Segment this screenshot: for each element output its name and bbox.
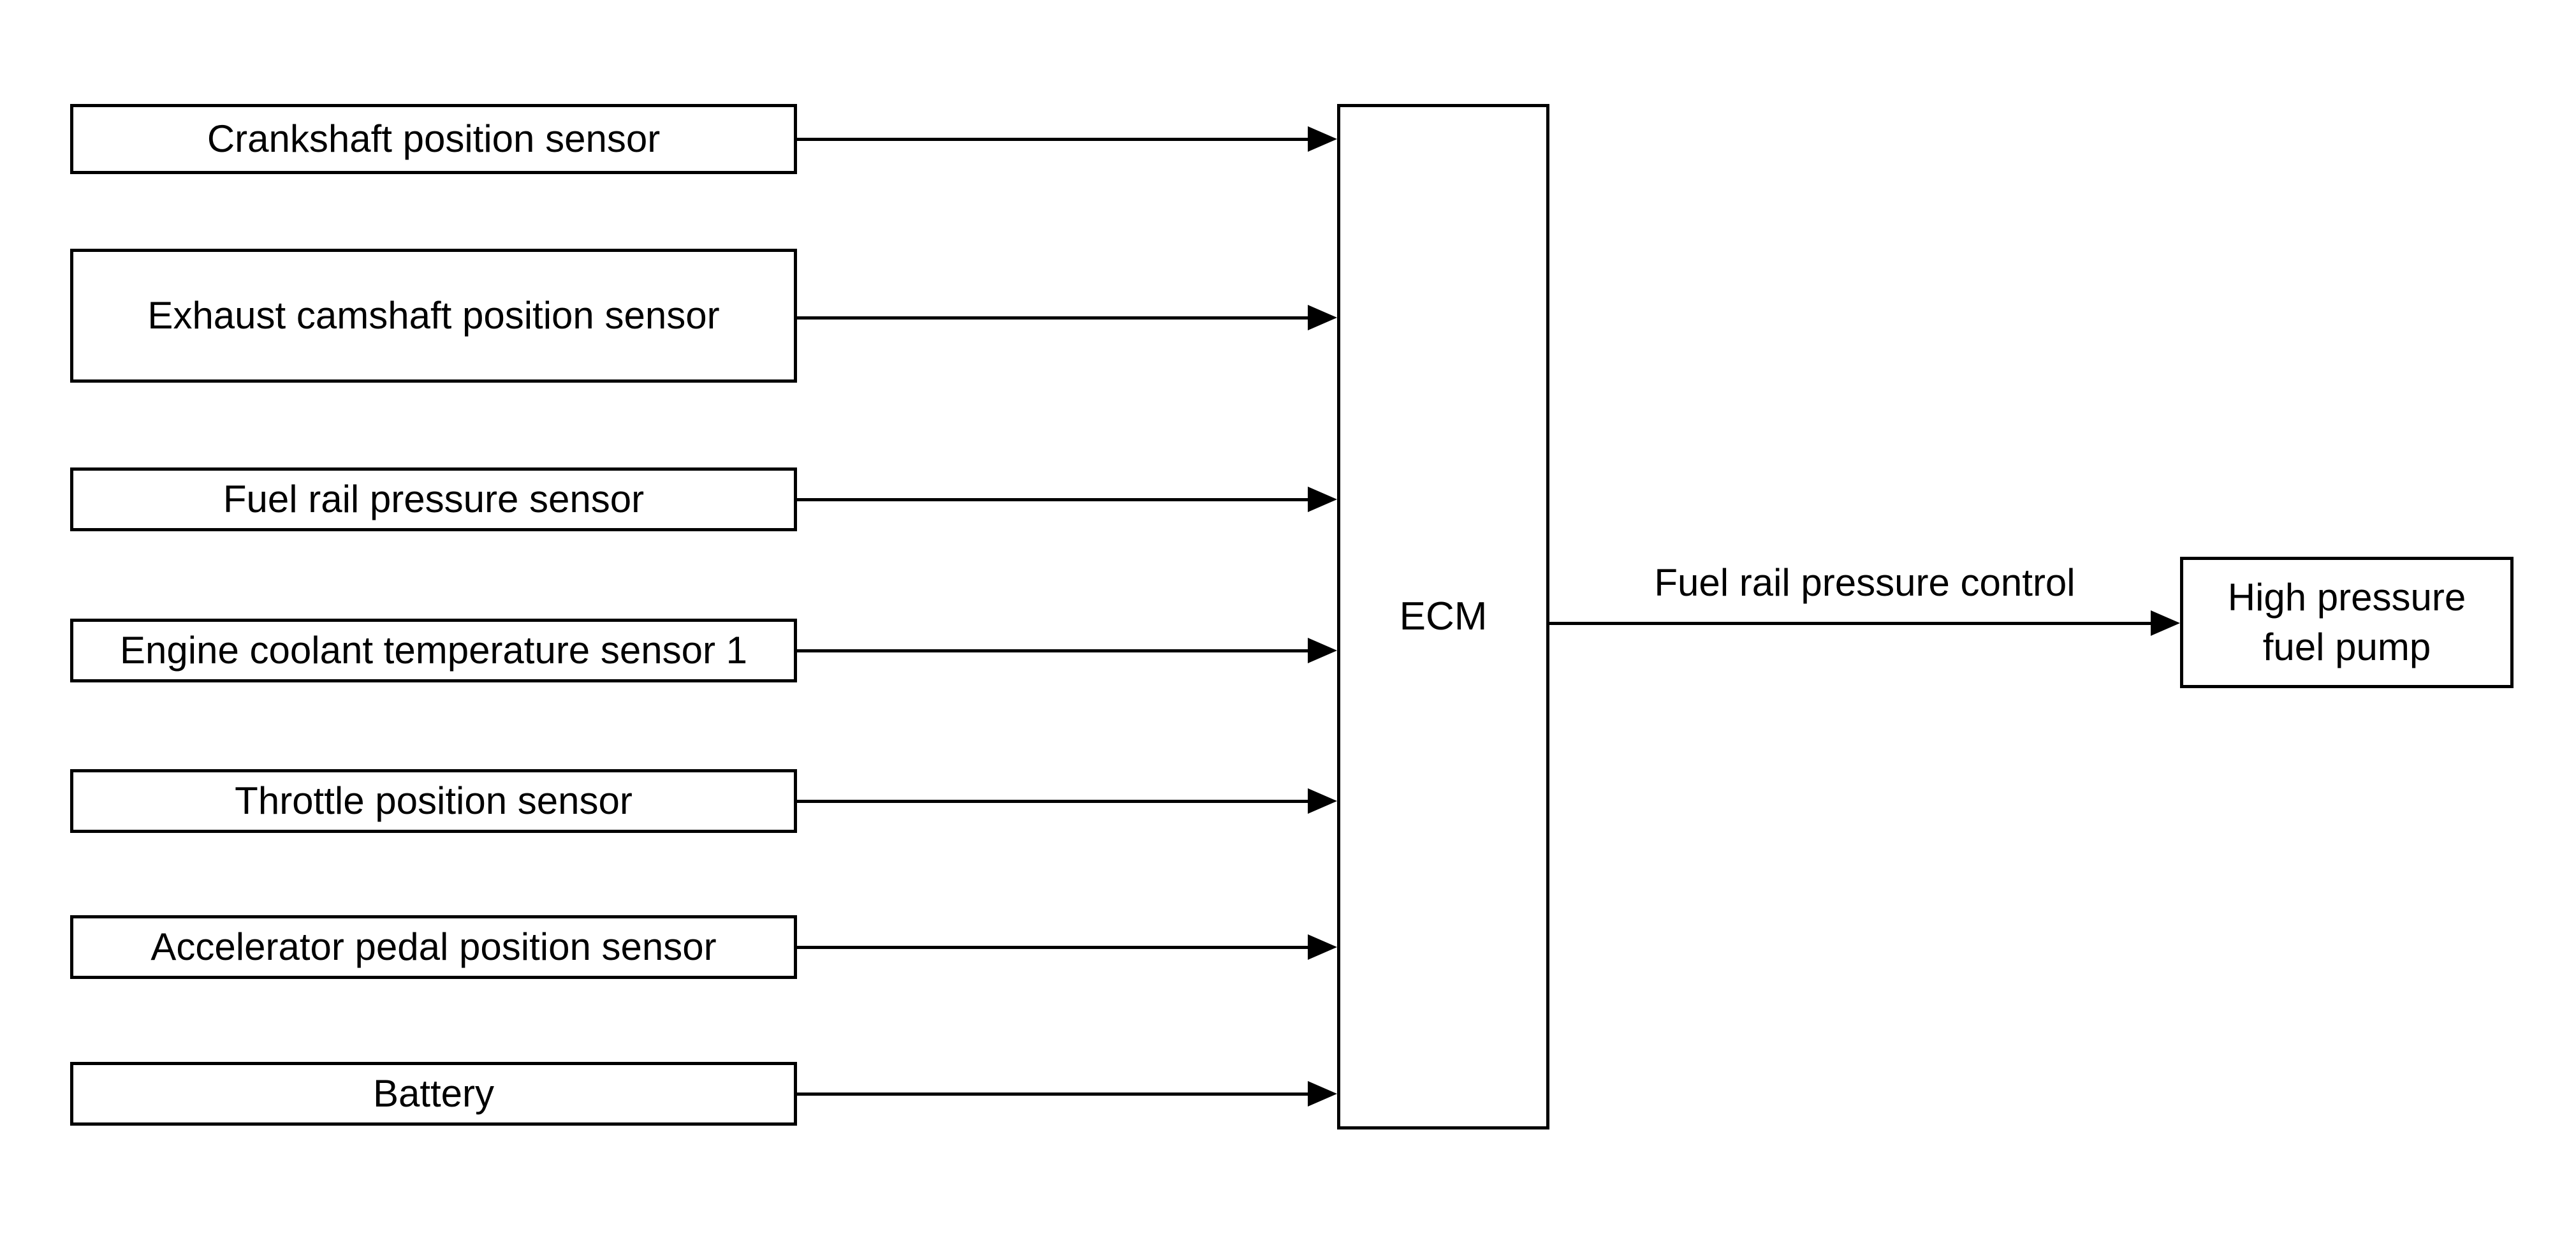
box-fuel-rail-pressure-sensor: Fuel rail pressure sensor bbox=[70, 467, 797, 531]
output-arrow-label: Fuel rail pressure control bbox=[1654, 561, 2075, 604]
box-exhaust-camshaft-position-sensor: Exhaust camshaft position sensor bbox=[70, 249, 797, 383]
box-label: Throttle position sensor bbox=[235, 779, 633, 822]
arrow-shaft bbox=[797, 649, 1308, 652]
arrow-shaft bbox=[1549, 621, 2151, 625]
pump-label-line1: High pressure bbox=[2227, 576, 2466, 619]
box-crankshaft-position-sensor: Crankshaft position sensor bbox=[70, 104, 797, 174]
box-label: Accelerator pedal position sensor bbox=[150, 925, 717, 968]
arrow-shaft bbox=[797, 497, 1308, 501]
arrowhead-right-icon bbox=[1308, 126, 1337, 152]
arrowhead-right-icon bbox=[1308, 638, 1337, 663]
box-label: Engine coolant temperature sensor 1 bbox=[120, 629, 747, 672]
arrow-battery-to-ecm bbox=[797, 1081, 1337, 1107]
arrow-fuel-rail-pressure-to-ecm bbox=[797, 487, 1337, 512]
box-label: Fuel rail pressure sensor bbox=[223, 478, 645, 520]
arrowhead-right-icon bbox=[1308, 934, 1337, 960]
arrow-accelerator-pedal-to-ecm bbox=[797, 934, 1337, 960]
pump-label-line2: fuel pump bbox=[2262, 626, 2431, 668]
box-label: Crankshaft position sensor bbox=[207, 117, 661, 160]
box-engine-coolant-temperature-sensor-1: Engine coolant temperature sensor 1 bbox=[70, 619, 797, 682]
box-ecm: ECM bbox=[1337, 104, 1549, 1129]
arrow-engine-coolant-to-ecm bbox=[797, 638, 1337, 663]
ecm-label: ECM bbox=[1399, 594, 1488, 638]
arrow-throttle-to-ecm bbox=[797, 788, 1337, 814]
box-battery: Battery bbox=[70, 1062, 797, 1126]
arrow-shaft bbox=[797, 137, 1308, 141]
arrow-ecm-to-fuel-pump bbox=[1549, 610, 2180, 636]
box-accelerator-pedal-position-sensor: Accelerator pedal position sensor bbox=[70, 915, 797, 979]
box-label: Exhaust camshaft position sensor bbox=[147, 294, 720, 337]
box-throttle-position-sensor: Throttle position sensor bbox=[70, 769, 797, 833]
arrowhead-right-icon bbox=[1308, 305, 1337, 330]
arrowhead-right-icon bbox=[1308, 1081, 1337, 1107]
arrow-shaft bbox=[797, 316, 1308, 320]
arrow-crankshaft-to-ecm bbox=[797, 126, 1337, 152]
arrow-shaft bbox=[797, 799, 1308, 803]
box-label: Battery bbox=[372, 1072, 495, 1115]
arrow-shaft bbox=[797, 1092, 1308, 1096]
arrowhead-right-icon bbox=[1308, 487, 1337, 512]
box-high-pressure-fuel-pump: High pressure fuel pump bbox=[2180, 557, 2514, 688]
arrow-exhaust-camshaft-to-ecm bbox=[797, 305, 1337, 330]
arrowhead-right-icon bbox=[2151, 610, 2180, 636]
arrowhead-right-icon bbox=[1308, 788, 1337, 814]
arrow-shaft bbox=[797, 945, 1308, 949]
